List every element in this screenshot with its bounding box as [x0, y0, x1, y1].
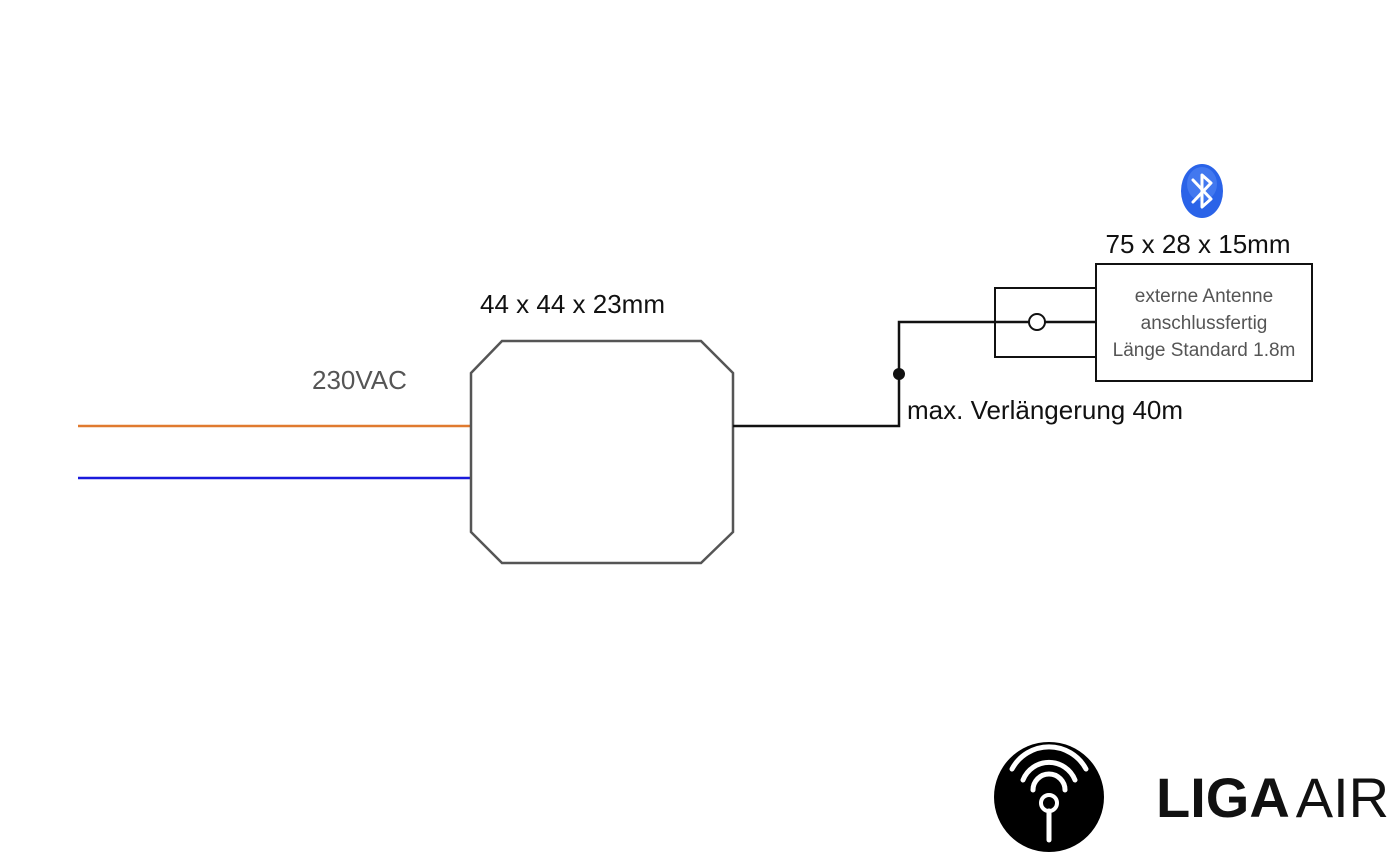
- voltage-label: 230VAC: [312, 365, 407, 395]
- bluetooth-icon: [1181, 164, 1223, 218]
- antenna-box-line3: Länge Standard 1.8m: [1113, 340, 1296, 361]
- module-box: [469, 339, 735, 565]
- antenna-size-label: 75 x 28 x 15mm: [1106, 229, 1291, 259]
- extension-label: max. Verlängerung 40m: [907, 395, 1183, 425]
- antenna-box: [1095, 263, 1313, 382]
- module-size-label: 44 x 44 x 23mm: [480, 289, 665, 319]
- connector-ring: [1028, 313, 1046, 331]
- wifi-antenna-logo-icon: [994, 742, 1104, 852]
- logo-brand-bold: LIGA: [1156, 766, 1290, 829]
- antenna-box-line2: anschlussfertig: [1141, 313, 1268, 334]
- junction-dot: [893, 368, 905, 380]
- logo-brand-light: AIR: [1296, 766, 1389, 829]
- antenna-box-line1: externe Antenne: [1135, 286, 1273, 307]
